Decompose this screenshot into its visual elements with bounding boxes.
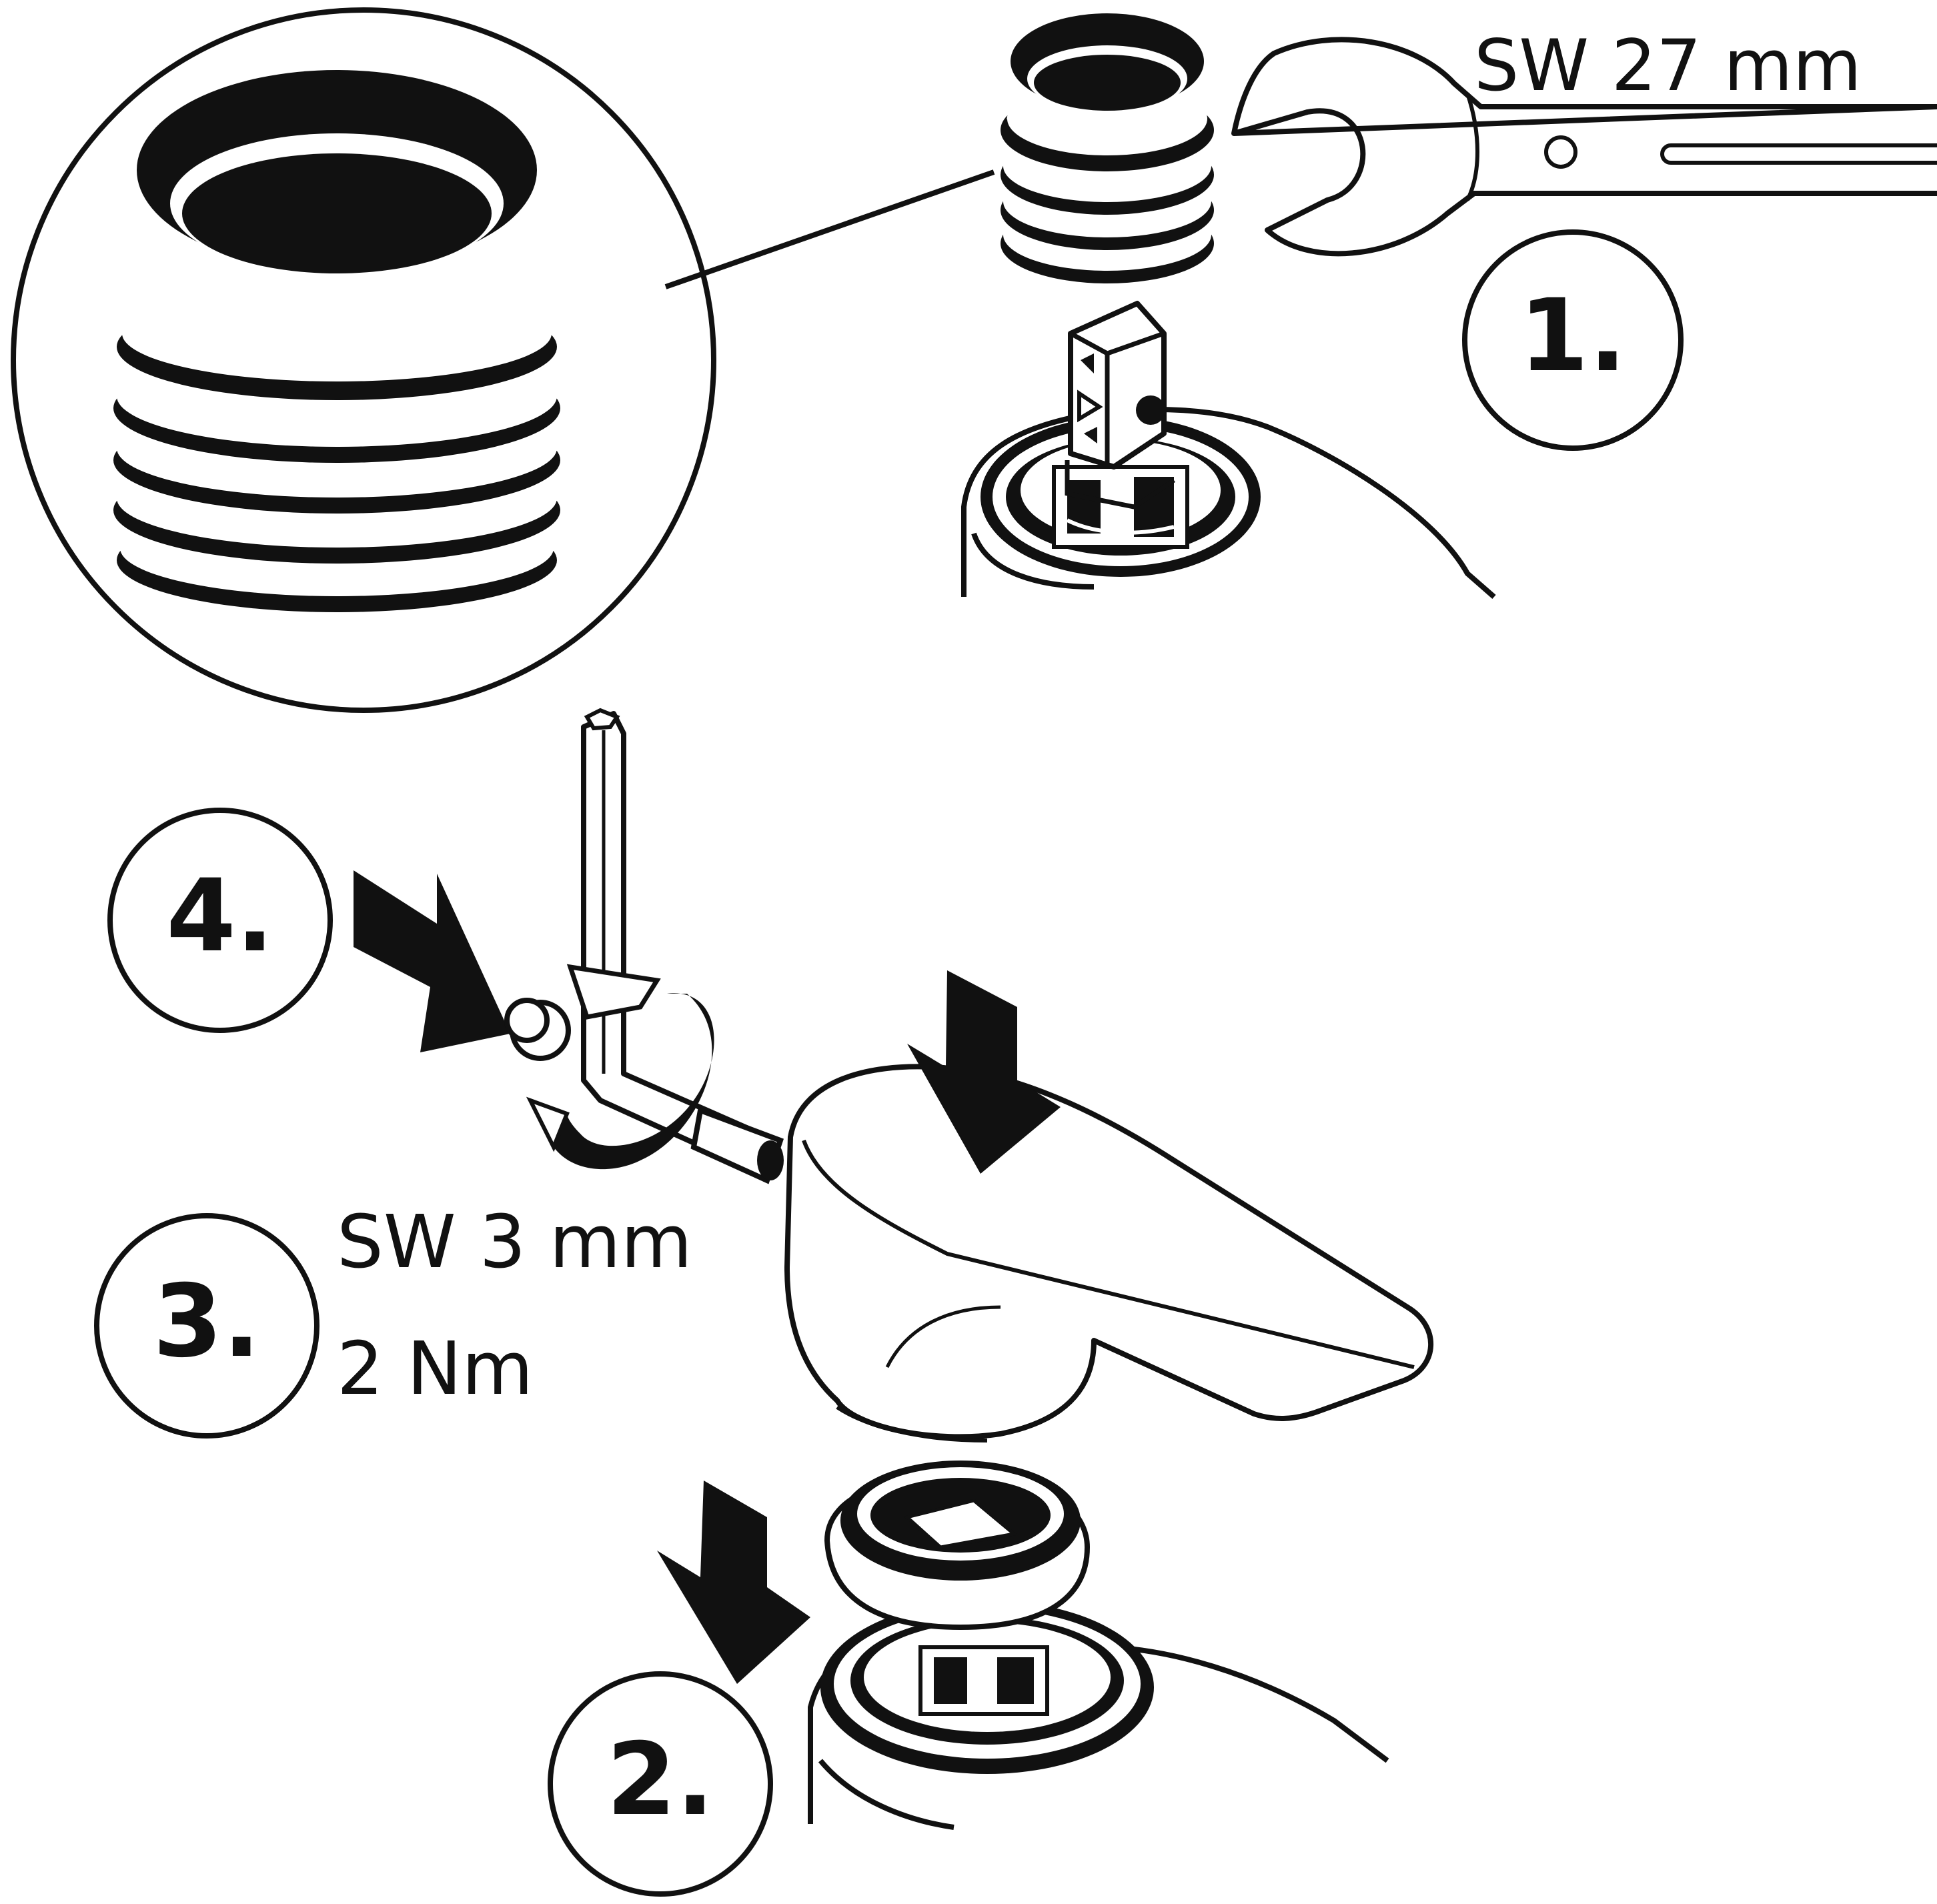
wrench-size-label: SW 27 mm (1474, 25, 1862, 107)
step-2-number: 2. (606, 1722, 714, 1838)
step-4-badge: 4. (107, 808, 333, 1033)
mixer-body-top (961, 407, 1496, 600)
threaded-nut (999, 13, 1214, 283)
thread-rings-magnified (111, 70, 560, 612)
decorative-cap (824, 1461, 1091, 1631)
open-end-wrench: SW 27 mm (1231, 25, 1937, 257)
hex-key (581, 708, 784, 1184)
rotation-arrow (526, 964, 714, 1170)
arrow-press-lever (907, 970, 1061, 1174)
set-screw (504, 998, 571, 1061)
mixer-body-bottom (808, 1601, 1389, 1830)
lever-handle (784, 1064, 1433, 1443)
cartridge-spindle (1065, 301, 1175, 510)
step-1-badge: 1. (1462, 229, 1684, 451)
torque-label: 2 Nm (337, 1326, 533, 1411)
arrow-press-cap (657, 1481, 810, 1684)
step-4-number: 4. (166, 858, 273, 974)
step-2-badge: 2. (548, 1671, 773, 1897)
step-1-number: 1. (1519, 278, 1626, 394)
arrow-step-4 (354, 870, 510, 1052)
hex-key-size-label: SW 3 mm (337, 1199, 692, 1284)
thread-detail-magnifier (11, 7, 995, 713)
step-3-badge: 3. (94, 1213, 319, 1439)
step-3-number: 3. (153, 1264, 260, 1380)
